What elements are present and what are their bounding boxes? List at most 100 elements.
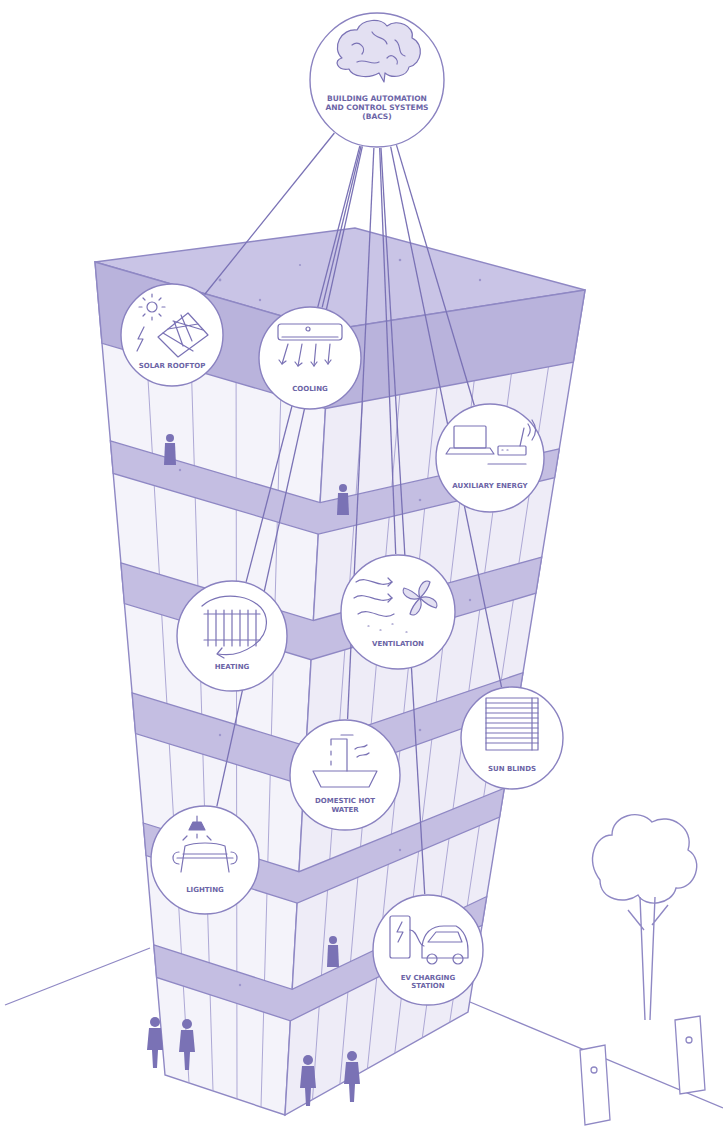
connector-line <box>217 146 363 806</box>
slab-texture <box>419 729 422 732</box>
system-label: DOMESTIC HOT WATER <box>302 797 387 814</box>
slab-texture <box>399 259 402 262</box>
brain-icon <box>337 20 420 82</box>
node-outline <box>258 306 362 410</box>
node-outline <box>460 686 564 790</box>
system-label: LIGHTING <box>163 886 247 895</box>
solar-rooftop-icon <box>139 294 165 320</box>
solar-rooftop-icon <box>137 294 208 357</box>
node-outline <box>435 403 545 513</box>
heating-icon <box>202 596 266 655</box>
connector-line <box>322 146 361 307</box>
system-node: COOLING <box>258 306 362 410</box>
slab-texture <box>219 734 221 736</box>
system-node: EV CHARGING STATION <box>372 894 484 1006</box>
person-silhouette <box>300 1066 316 1106</box>
node-outline <box>120 283 224 387</box>
lighting-icon <box>183 834 211 840</box>
domestic-hot-water-icon <box>313 735 377 787</box>
node-circle <box>177 581 287 691</box>
system-title: BUILDING AUTOMATION AND CONTROL SYSTEMS … <box>325 94 428 121</box>
ev-charging-icon <box>428 932 462 942</box>
solar-rooftop-icon <box>137 327 144 351</box>
system-node: AUXILIARY ENERGY <box>435 403 545 513</box>
sun-blinds-icon <box>486 703 538 743</box>
system-label: SUN BLINDS <box>472 765 551 774</box>
lighting-icon <box>173 816 237 872</box>
node-circle <box>436 404 544 512</box>
slab-texture <box>239 984 241 986</box>
information-panel <box>580 1016 705 1125</box>
system-node: HEATING <box>176 580 288 692</box>
system-node: BUILDING AUTOMATION AND CONTROL SYSTEMS … <box>309 12 445 148</box>
lighting-icon <box>181 843 229 872</box>
heating-icon <box>202 596 266 658</box>
system-label: HEATING <box>189 663 274 672</box>
ev-charging-icon <box>397 922 403 942</box>
ev-charging-icon <box>390 916 468 964</box>
slab-texture <box>399 849 401 851</box>
auxiliary-energy-icon <box>488 463 526 464</box>
cooling-icon <box>306 327 310 331</box>
person-silhouette <box>339 484 347 492</box>
lighting-icon <box>177 854 233 858</box>
cooling-icon <box>282 336 338 337</box>
person-silhouette <box>344 1062 360 1102</box>
sun-blinds-icon <box>531 698 532 750</box>
person-silhouette <box>182 1019 192 1029</box>
node-outline <box>176 580 288 692</box>
system-label: EV CHARGING STATION <box>385 974 470 991</box>
ventilation-icon <box>410 598 421 615</box>
cooling-icon <box>279 360 331 366</box>
person-silhouette <box>337 493 349 515</box>
node-circle <box>310 13 444 147</box>
domestic-hot-water-icon <box>355 745 369 757</box>
system-node: LIGHTING <box>150 805 260 915</box>
node-outline <box>289 719 401 831</box>
sun-blinds-icon <box>486 698 538 750</box>
person-silhouette <box>179 1030 195 1070</box>
slab-texture <box>419 499 422 502</box>
auxiliary-energy-icon <box>454 426 486 448</box>
system-label: VENTILATION <box>354 640 442 649</box>
auxiliary-energy-icon <box>498 446 526 455</box>
domestic-hot-water-icon <box>331 739 347 771</box>
system-node: VENTILATION <box>340 554 456 670</box>
node-circle <box>259 307 361 409</box>
ev-charging-icon <box>410 930 424 946</box>
lighting-icon <box>173 852 237 864</box>
heating-icon <box>217 648 224 658</box>
node-circle <box>151 806 259 914</box>
node-circle <box>121 284 223 386</box>
information-panel <box>675 1016 705 1094</box>
node-circle <box>373 895 483 1005</box>
ventilation-icon <box>354 580 394 617</box>
solar-rooftop-icon <box>147 302 157 312</box>
person-silhouette <box>329 936 337 944</box>
system-node: DOMESTIC HOT WATER <box>289 719 401 831</box>
solar-rooftop-icon <box>158 313 208 357</box>
ground-lines <box>5 948 150 1005</box>
sun-blinds-icon <box>486 698 538 750</box>
auxiliary-energy-icon <box>446 420 536 464</box>
building-faces <box>95 262 585 1115</box>
auxiliary-energy-icon <box>528 420 536 440</box>
solar-rooftop-icon <box>163 315 203 351</box>
person-silhouette <box>164 443 176 465</box>
person-silhouette <box>327 945 339 967</box>
information-panel <box>580 1045 610 1125</box>
tree <box>593 815 697 1020</box>
icon-layer <box>137 20 538 964</box>
information-panel <box>591 1067 597 1073</box>
slab-texture <box>179 469 181 471</box>
cooling-icon <box>278 324 342 340</box>
system-label: AUXILIARY ENERGY <box>448 482 532 491</box>
domestic-hot-water-icon <box>313 771 377 787</box>
system-node: SUN BLINDS <box>460 686 564 790</box>
connector-line <box>205 133 335 294</box>
slab-texture <box>259 299 261 301</box>
ventilation-icon <box>403 588 420 599</box>
